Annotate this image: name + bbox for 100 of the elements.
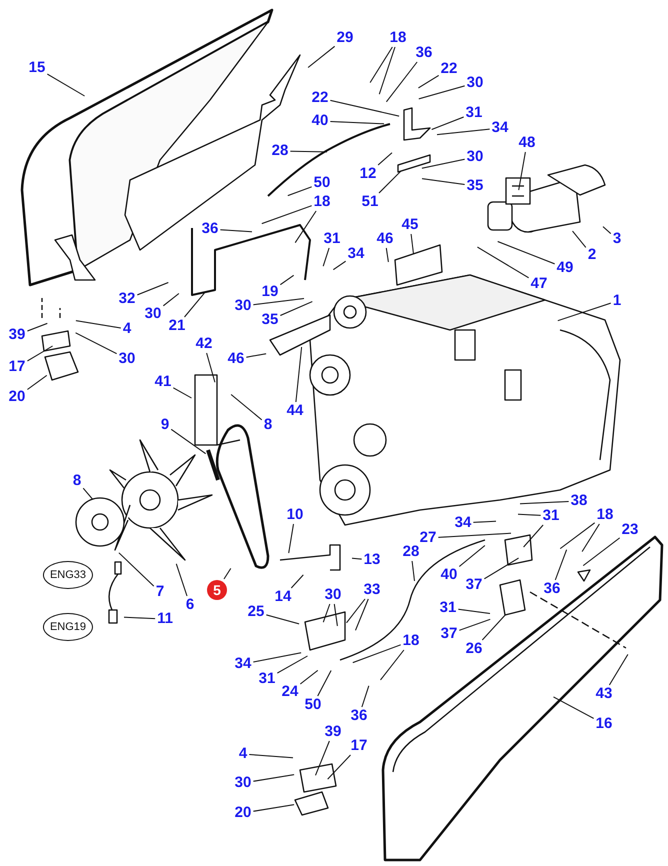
leader-line: [352, 558, 362, 560]
callout-number: 4: [238, 746, 248, 762]
leader-line: [252, 298, 304, 306]
callout-number: 10: [286, 507, 304, 523]
callout-number: 18: [596, 507, 614, 523]
callout-number: 22: [440, 61, 458, 77]
callout-number: 5: [207, 580, 227, 600]
leader-line: [523, 524, 544, 548]
leader-line: [602, 226, 612, 234]
leader-line: [557, 302, 612, 322]
leader-line: [553, 696, 594, 719]
leader-line: [378, 152, 392, 166]
callout-number: 30: [144, 306, 162, 322]
leader-line: [378, 170, 402, 194]
leader-line: [46, 74, 86, 96]
callout-number: 4: [122, 321, 132, 337]
leader-line: [458, 618, 491, 631]
callout-number: 30: [324, 587, 342, 603]
callout-number: 11: [157, 611, 173, 627]
callout-number: 46: [376, 231, 394, 247]
callout-number: 45: [402, 217, 418, 233]
leader-line: [361, 685, 370, 708]
callout-number: 36: [416, 45, 432, 61]
callout-number: 36: [202, 221, 218, 237]
leader-line: [136, 282, 169, 296]
callout-number: 19: [262, 284, 278, 300]
leader-line: [472, 520, 496, 523]
leader-line: [497, 241, 556, 264]
callout-number: 35: [466, 178, 484, 194]
leader-line: [334, 604, 338, 626]
callout-number: 40: [312, 113, 328, 129]
leader-line: [261, 205, 312, 224]
leader-line: [458, 608, 490, 614]
callout-number: 24: [282, 684, 298, 700]
callout-number: 14: [274, 589, 292, 605]
leader-line: [276, 656, 308, 674]
leader-line: [418, 85, 466, 100]
leader-line: [378, 46, 396, 95]
leader-line: [308, 46, 336, 68]
callout-number: 8: [72, 473, 82, 489]
leader-line: [280, 301, 313, 316]
callout-number: 39: [8, 327, 26, 343]
leader-line: [224, 568, 232, 580]
leader-line: [431, 116, 464, 130]
callout-number: 34: [234, 656, 252, 672]
leader-line: [421, 158, 466, 169]
leader-line: [327, 754, 351, 780]
leader-line: [176, 563, 188, 596]
leader-line: [518, 514, 542, 516]
leader-line: [482, 614, 506, 640]
leader-line: [412, 560, 415, 582]
leader-line: [355, 598, 369, 631]
leader-line: [422, 178, 466, 185]
leader-line: [386, 248, 389, 262]
callout-number: 30: [466, 149, 484, 165]
leader-line: [75, 332, 118, 354]
callout-number: 31: [324, 231, 340, 247]
leader-line: [75, 320, 122, 328]
callout-number: 31: [542, 508, 560, 524]
callout-number: 30: [234, 298, 252, 314]
leader-line: [162, 293, 180, 306]
leader-line: [252, 652, 302, 662]
leader-line: [476, 246, 530, 278]
leader-line: [290, 150, 328, 152]
callout-number: 1: [612, 293, 622, 309]
callout-number: 38: [570, 493, 588, 509]
leader-line: [118, 552, 154, 587]
leader-line: [346, 598, 366, 624]
leader-line: [582, 524, 600, 552]
leader-line: [252, 804, 295, 812]
callout-number: 12: [360, 166, 376, 182]
connector-tag: ENG33: [42, 561, 94, 589]
callout-number: 44: [286, 403, 304, 419]
callout-number: 18: [402, 633, 420, 649]
leader-line: [294, 210, 317, 244]
callout-number: 25: [248, 604, 264, 620]
leader-line: [172, 387, 192, 398]
leader-line: [82, 488, 93, 500]
leader-line: [436, 128, 490, 136]
callout-number: 47: [530, 276, 548, 292]
leader-line: [322, 604, 330, 623]
callout-number: 35: [262, 312, 278, 328]
callout-number: 31: [258, 671, 276, 687]
callout-number: 39: [324, 724, 342, 740]
leader-line: [330, 100, 400, 117]
leader-line: [370, 46, 393, 84]
leader-line: [572, 230, 586, 248]
leader-line: [170, 428, 206, 454]
callout-number: 6: [186, 597, 194, 613]
callout-number: 32: [118, 291, 136, 307]
leader-line: [290, 574, 304, 588]
leader-line: [124, 616, 156, 620]
connector-tag: ENG19: [42, 613, 94, 641]
callout-number: 21: [168, 318, 186, 334]
leader-line: [26, 374, 48, 390]
callout-number: 46: [228, 351, 244, 367]
callout-number: 41: [154, 374, 172, 390]
callout-number: 50: [304, 697, 322, 713]
leader-line: [280, 274, 294, 286]
leader-line: [300, 670, 318, 684]
